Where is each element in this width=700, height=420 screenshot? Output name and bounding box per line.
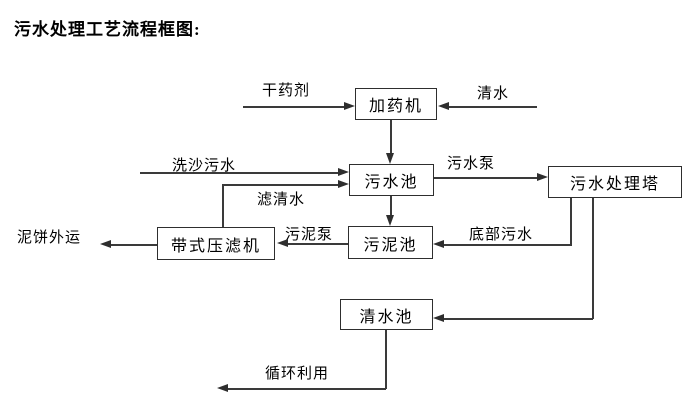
node-treatment-tower: 污水处理塔: [548, 166, 682, 198]
arrowhead-dosing-to-sewage-down-icon: [386, 153, 394, 164]
edge-label-filtered-water: 滤清水: [257, 192, 306, 208]
line-dry-chemical: [243, 106, 345, 108]
edge-label-sewage-pump: 污水泵: [447, 156, 496, 172]
node-sewage-pool: 污水池: [349, 164, 434, 196]
edge-label-dry-chemical: 干药剂: [262, 83, 311, 99]
arrowhead-filtered-water-right-icon: [338, 180, 349, 188]
line-sand-washing-sewage: [140, 172, 338, 174]
arrowhead-sewage-to-sludge-down-icon: [386, 215, 394, 226]
line-filtered-water-vertical: [222, 185, 224, 227]
line-sewage-pump: [434, 177, 537, 179]
edge-label-clean-water: 清水: [477, 86, 510, 102]
edge-label-sand-washing-sewage: 洗沙污水: [172, 158, 237, 174]
node-belt-filter-press: 带式压滤机: [157, 227, 275, 260]
arrowhead-sand-washing-right-icon: [338, 168, 349, 176]
edge-label-mud-cake-out: 泥饼外运: [17, 230, 82, 246]
arrowhead-clean-water-left-icon: [438, 102, 449, 110]
line-mud-cake-out: [111, 244, 157, 246]
line-tower-to-clean-vertical: [592, 198, 594, 319]
line-recycle-horizontal: [228, 388, 386, 390]
arrowhead-bottom-sewage-left-icon: [433, 240, 444, 248]
arrowhead-mud-cake-left-icon: [100, 240, 111, 248]
line-filtered-water-horizontal: [222, 184, 338, 186]
edge-label-sludge-pump: 污泥泵: [285, 227, 334, 243]
arrowhead-sludge-pump-left-icon: [277, 239, 288, 247]
page-title: 污水处理工艺流程框图:: [14, 20, 201, 39]
arrowhead-sewage-pump-right-icon: [537, 173, 548, 181]
edge-label-recycle: 循环利用: [265, 366, 330, 382]
line-clean-water: [448, 106, 537, 108]
line-bottom-sewage-vertical: [570, 198, 572, 246]
arrowhead-recycle-left-icon: [217, 384, 228, 392]
edge-label-bottom-sewage: 底部污水: [469, 227, 534, 243]
node-sludge-pool: 污泥池: [348, 226, 433, 259]
arrowhead-dry-chemical-right-icon: [344, 102, 355, 110]
line-recycle-vertical: [385, 330, 387, 389]
line-tower-to-clean-horizontal: [444, 318, 593, 320]
line-sludge-pump: [288, 243, 348, 245]
line-bottom-sewage-horizontal: [444, 244, 571, 246]
line-sewage-to-sludge: [390, 196, 392, 216]
arrowhead-tower-to-clean-left-icon: [433, 314, 444, 322]
node-clean-water-pool: 清水池: [340, 299, 433, 330]
line-dosing-to-sewage: [390, 120, 392, 154]
node-dosing-machine: 加药机: [355, 88, 437, 120]
